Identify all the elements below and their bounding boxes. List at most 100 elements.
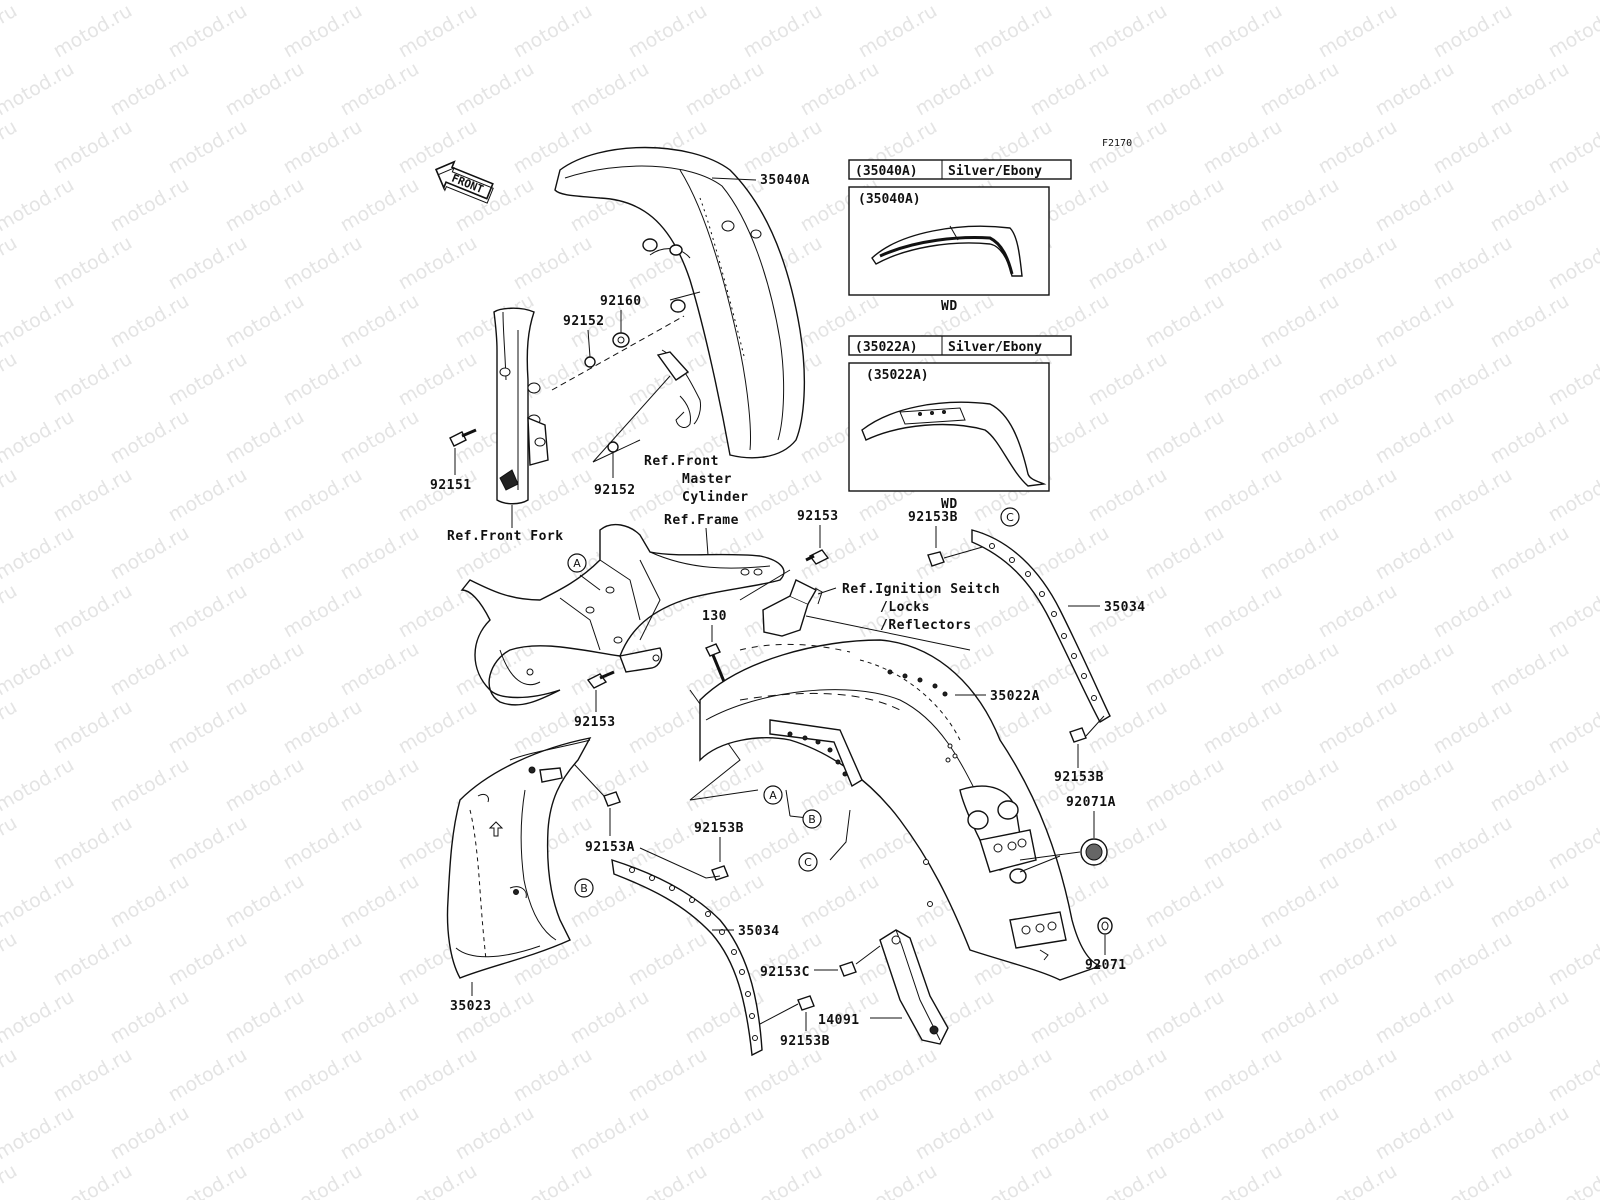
watermark-text: motod.ru	[50, 116, 136, 179]
watermark-text: motod.ru	[970, 1160, 1056, 1200]
watermark-text: motod.ru	[280, 464, 366, 527]
watermark-text: motod.ru	[797, 1102, 883, 1165]
fender-bolt-holes	[787, 669, 958, 777]
figure-code: F2170	[1102, 138, 1132, 149]
watermark-text: motod.ru	[395, 1044, 481, 1107]
part-92153A: 92153A	[585, 840, 635, 855]
watermark-text: motod.ru	[50, 1044, 136, 1107]
watermark-text: motod.ru	[682, 754, 768, 817]
variant-label: WD	[941, 497, 958, 512]
watermark-text: motod.ru	[0, 754, 78, 817]
watermark-text: motod.ru	[1430, 928, 1516, 991]
watermark-text: motod.ru	[1142, 638, 1228, 701]
marker-A-frame: A	[567, 553, 587, 573]
watermark-text: motod.ru	[1430, 580, 1516, 643]
watermark-text: motod.ru	[567, 406, 653, 469]
svg-text:C: C	[804, 856, 812, 869]
watermark-text: motod.ru	[1545, 928, 1600, 991]
watermark-text: motod.ru	[1257, 174, 1343, 237]
watermark-text: motod.ru	[1200, 348, 1286, 411]
watermark-text: motod.ru	[280, 928, 366, 991]
watermark-text: motod.ru	[1315, 812, 1401, 875]
watermark-text: motod.ru	[970, 1044, 1056, 1107]
watermark-text: motod.ru	[165, 812, 251, 875]
rear-fender-35022A	[699, 639, 1102, 981]
part-92153C: 92153C	[760, 965, 810, 980]
watermark-text: motod.ru	[1257, 290, 1343, 353]
watermark-text: motod.ru	[1372, 754, 1458, 817]
watermark-text: motod.ru	[1372, 174, 1458, 237]
frame-reference	[460, 523, 785, 706]
watermark-text: motod.ru	[452, 986, 538, 1049]
watermark-text: motod.ru	[1430, 1044, 1516, 1107]
watermark-text: motod.ru	[222, 986, 308, 1049]
watermark-text: motod.ru	[395, 1160, 481, 1200]
watermark-text: motod.ru	[165, 0, 251, 62]
ref-frame: Ref.Frame	[664, 513, 739, 528]
marker-C-strut: C	[1000, 507, 1020, 527]
part-92152: 92152	[594, 483, 636, 498]
part-92152: 92152	[563, 314, 605, 329]
watermark-text: motod.ru	[1085, 1044, 1171, 1107]
watermark-text: motod.ru	[567, 754, 653, 817]
part-92153B: 92153B	[780, 1034, 830, 1049]
ref-ignition-3: /Reflectors	[880, 618, 972, 633]
ref-front-master-cylinder-1: Ref.Front	[644, 454, 719, 469]
watermark-text: motod.ru	[1487, 522, 1573, 585]
watermark-text: motod.ru	[0, 232, 21, 295]
watermark-text: motod.ru	[1372, 406, 1458, 469]
color-option-part-code: (35022A)	[855, 340, 918, 355]
watermark-text: motod.ru	[625, 928, 711, 991]
watermark-text: motod.ru	[1372, 1102, 1458, 1165]
front-fork-reference	[493, 307, 549, 505]
watermark-text: motod.ru	[1315, 116, 1401, 179]
part-35034: 35034	[738, 924, 780, 939]
watermark-text: motod.ru	[165, 464, 251, 527]
watermark-text: motod.ru	[1200, 116, 1286, 179]
watermark-text: motod.ru	[280, 348, 366, 411]
svg-text:A: A	[573, 557, 581, 570]
watermark-text: motod.ru	[222, 638, 308, 701]
watermark-text: motod.ru	[50, 464, 136, 527]
part-14091: 14091	[818, 1013, 860, 1028]
watermark-text: motod.ru	[855, 1044, 941, 1107]
watermark-text: motod.ru	[337, 522, 423, 585]
color-option-35022A: (35022A) Silver/Ebony (35022A) WD	[848, 335, 1072, 512]
bolt-92153-lower	[586, 670, 615, 689]
watermark-text: motod.ru	[1545, 812, 1600, 875]
watermark-text: motod.ru	[0, 696, 21, 759]
watermark-text: motod.ru	[280, 232, 366, 295]
watermark-text: motod.ru	[1545, 464, 1600, 527]
watermark-text: motod.ru	[50, 580, 136, 643]
watermark-text: motod.ru	[222, 754, 308, 817]
watermark-text: motod.ru	[1545, 232, 1600, 295]
watermark-text: motod.ru	[337, 58, 423, 121]
watermark-text: motod.ru	[222, 174, 308, 237]
part-35023: 35023	[450, 999, 492, 1014]
watermark-text: motod.ru	[1487, 1102, 1573, 1165]
marker-A-fender: A	[763, 785, 783, 805]
watermark-text: motod.ru	[50, 928, 136, 991]
watermark-text: motod.ru	[107, 174, 193, 237]
watermark-text: motod.ru	[107, 986, 193, 1049]
watermark-text: motod.ru	[107, 522, 193, 585]
part-92160: 92160	[600, 294, 642, 309]
watermark-text: motod.ru	[107, 58, 193, 121]
nut-92153C	[839, 961, 857, 977]
watermark-text: motod.ru	[1200, 580, 1286, 643]
watermark-text: motod.ru	[1257, 1102, 1343, 1165]
watermark-text: motod.ru	[50, 232, 136, 295]
watermark-text: motod.ru	[1315, 1044, 1401, 1107]
watermark-text: motod.ru	[510, 0, 596, 62]
watermark-text: motod.ru	[0, 928, 21, 991]
watermark-text: motod.ru	[1142, 754, 1228, 817]
watermark-text: motod.ru	[1315, 348, 1401, 411]
part-92071: 92071	[1085, 958, 1127, 973]
watermark-text: motod.ru	[1372, 870, 1458, 933]
watermark-text: motod.ru	[855, 1160, 941, 1200]
watermark-text: motod.ru	[165, 696, 251, 759]
watermark-text: motod.ru	[222, 870, 308, 933]
watermark-text: motod.ru	[395, 464, 481, 527]
watermark-text: motod.ru	[1142, 290, 1228, 353]
bolt-130	[705, 643, 727, 685]
